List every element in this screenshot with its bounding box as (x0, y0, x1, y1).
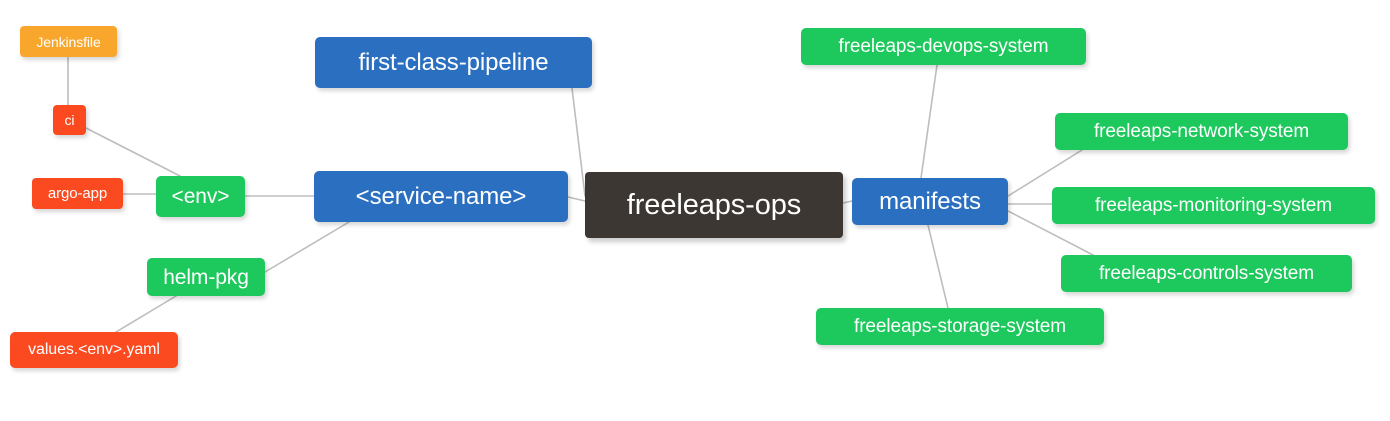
node-label: freeleaps-storage-system (854, 316, 1066, 337)
edge-helm-pkg-to-values-env-yaml (115, 295, 177, 333)
node-label: helm-pkg (163, 265, 249, 289)
node-freeleaps-monitoring-system[interactable]: freeleaps-monitoring-system (1052, 187, 1375, 224)
node-values-env-yaml[interactable]: values.<env>.yaml (10, 332, 178, 368)
node-helm-pkg[interactable]: helm-pkg (147, 258, 265, 296)
edge-env-to-ci (85, 127, 181, 177)
node-env[interactable]: <env> (156, 176, 245, 217)
node-freeleaps-controls-system[interactable]: freeleaps-controls-system (1061, 255, 1352, 292)
node-manifests[interactable]: manifests (852, 178, 1008, 225)
node-label: <env> (171, 185, 230, 208)
node-label: freeleaps-controls-system (1098, 263, 1315, 284)
node-label: <service-name> (355, 182, 527, 210)
edge-root-to-service-name (567, 196, 586, 202)
node-freeleaps-devops-system[interactable]: freeleaps-devops-system (801, 28, 1086, 65)
node-label: Jenkinsfile (36, 33, 101, 50)
node-label: first-class-pipeline (358, 48, 549, 76)
node-service-name[interactable]: <service-name> (314, 171, 568, 222)
edge-root-to-first-class-pipeline (571, 87, 586, 197)
node-root[interactable]: freeleaps-ops (585, 172, 843, 238)
node-label: manifests (879, 187, 981, 215)
node-argo-app[interactable]: argo-app (32, 178, 123, 209)
node-freeleaps-network-system[interactable]: freeleaps-network-system (1055, 113, 1348, 150)
node-label: ci (64, 112, 75, 128)
node-label: values.<env>.yaml (28, 341, 160, 358)
node-label: freeleaps-devops-system (838, 36, 1049, 57)
edge-manifests-to-freeleaps-devops-system (920, 64, 938, 179)
node-label: argo-app (47, 185, 108, 202)
edge-root-to-manifests (842, 200, 853, 204)
node-label: freeleaps-monitoring-system (1095, 195, 1332, 216)
node-first-class-pipeline[interactable]: first-class-pipeline (315, 37, 592, 88)
node-freeleaps-storage-system[interactable]: freeleaps-storage-system (816, 308, 1104, 345)
node-label: freeleaps-ops (626, 188, 802, 221)
node-label: freeleaps-network-system (1093, 121, 1310, 142)
edge-manifests-to-freeleaps-storage-system (927, 224, 949, 309)
edge-service-name-to-helm-pkg (264, 221, 350, 273)
node-ci[interactable]: ci (53, 105, 86, 135)
node-jenkinsfile[interactable]: Jenkinsfile (20, 26, 117, 57)
